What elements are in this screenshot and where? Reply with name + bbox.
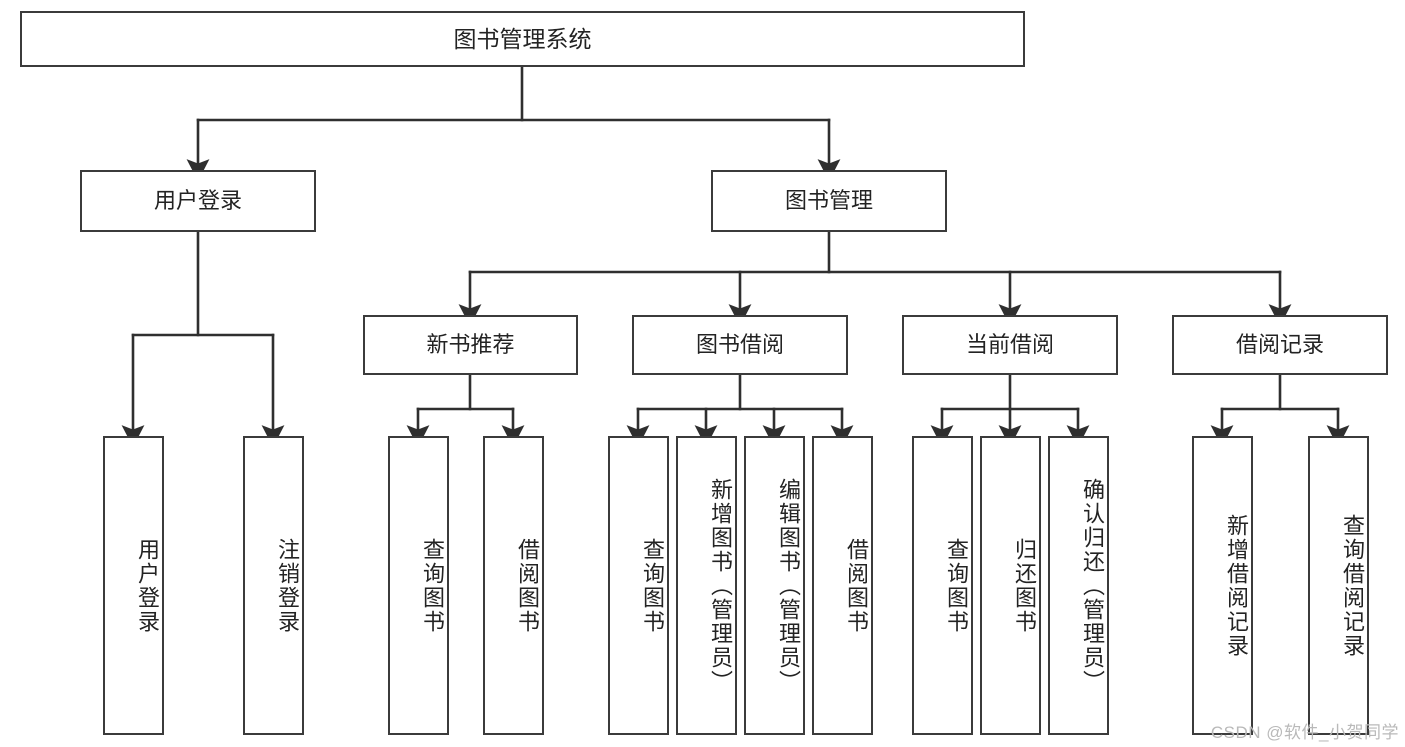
node-label: 借阅记录 xyxy=(1235,332,1324,358)
node-user-login[interactable]: 用户登录 xyxy=(80,170,316,232)
node-label: 查询图书 xyxy=(944,537,969,634)
leaf-current-borrow-confirm-return[interactable]: 确认归还（管理员） xyxy=(1048,436,1109,735)
leaf-user-login-logout[interactable]: 注销登录 xyxy=(243,436,304,735)
leaf-new-book-borrow[interactable]: 借阅图书 xyxy=(483,436,544,735)
node-label: 新书推荐 xyxy=(426,332,515,358)
node-label: 新增图书（管理员） xyxy=(708,477,733,694)
node-book-borrow[interactable]: 图书借阅 xyxy=(632,315,848,375)
node-label: 图书管理 xyxy=(784,188,873,214)
leaf-borrow-record-add[interactable]: 新增借阅记录 xyxy=(1192,436,1253,735)
node-label: 用户登录 xyxy=(153,188,242,214)
node-label: 借阅图书 xyxy=(515,537,540,634)
node-borrow-record[interactable]: 借阅记录 xyxy=(1172,315,1388,375)
node-label: 确认归还（管理员） xyxy=(1080,477,1105,694)
leaf-book-borrow-query[interactable]: 查询图书 xyxy=(608,436,669,735)
node-label: 借阅图书 xyxy=(844,537,869,634)
node-book-management[interactable]: 图书管理 xyxy=(711,170,947,232)
node-label: 归还图书 xyxy=(1012,537,1037,634)
node-new-book-recommend[interactable]: 新书推荐 xyxy=(363,315,578,375)
node-label: 查询借阅记录 xyxy=(1340,513,1365,658)
node-current-borrow[interactable]: 当前借阅 xyxy=(902,315,1118,375)
node-label: 查询图书 xyxy=(640,537,665,634)
node-label: 注销登录 xyxy=(275,537,300,634)
leaf-book-borrow-edit[interactable]: 编辑图书（管理员） xyxy=(744,436,805,735)
csdn-watermark: CSDN @软件_小贺同学 xyxy=(1210,723,1399,742)
node-label: 当前借阅 xyxy=(965,332,1054,358)
node-label: 新增借阅记录 xyxy=(1224,513,1249,658)
leaf-book-borrow-borrow[interactable]: 借阅图书 xyxy=(812,436,873,735)
node-label: 查询图书 xyxy=(420,537,445,634)
leaf-new-book-query[interactable]: 查询图书 xyxy=(388,436,449,735)
node-label: 图书管理系统 xyxy=(453,25,592,52)
leaf-current-borrow-return[interactable]: 归还图书 xyxy=(980,436,1041,735)
leaf-book-borrow-add[interactable]: 新增图书（管理员） xyxy=(676,436,737,735)
leaf-user-login-login[interactable]: 用户登录 xyxy=(103,436,164,735)
node-label: 编辑图书（管理员） xyxy=(776,477,801,694)
leaf-current-borrow-query[interactable]: 查询图书 xyxy=(912,436,973,735)
node-label: 图书借阅 xyxy=(695,332,784,358)
leaf-borrow-record-query[interactable]: 查询借阅记录 xyxy=(1308,436,1369,735)
node-root-system[interactable]: 图书管理系统 xyxy=(20,11,1025,67)
node-label: 用户登录 xyxy=(135,537,160,634)
